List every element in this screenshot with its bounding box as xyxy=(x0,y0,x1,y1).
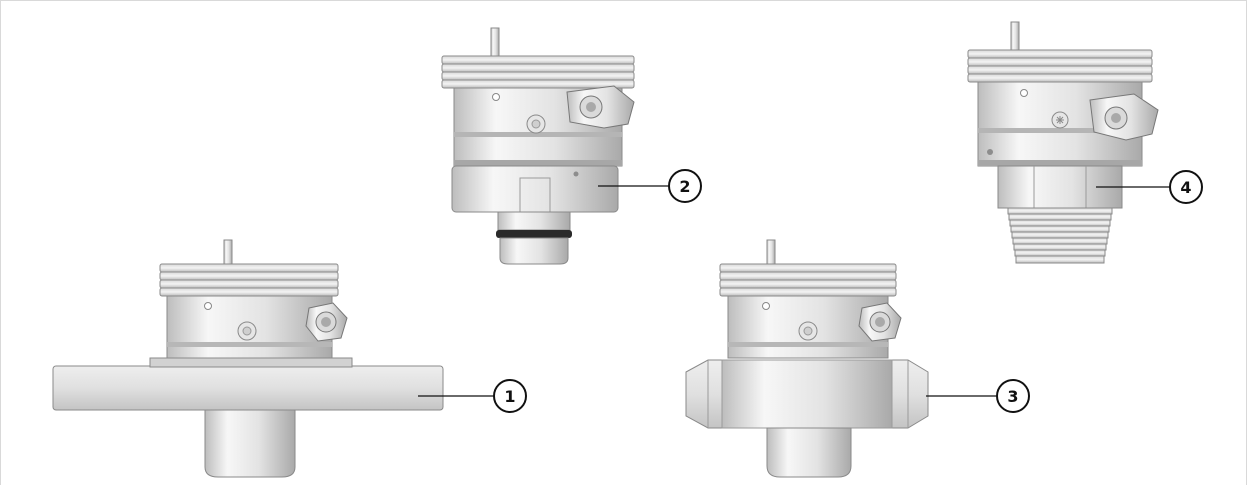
sensor-variant-1 xyxy=(52,239,444,478)
pin-2 xyxy=(490,27,500,59)
cable-gland-4 xyxy=(1089,93,1159,141)
pin-1 xyxy=(223,239,233,267)
pin-3 xyxy=(766,239,776,267)
threaded-top-4 xyxy=(967,49,1153,83)
npt-thread xyxy=(1007,207,1113,264)
callout-3: 3 xyxy=(926,379,1030,413)
sensor-variant-4 xyxy=(967,21,1159,264)
housing-groove-1 xyxy=(167,342,332,347)
threaded-top-2 xyxy=(441,55,635,89)
probe-shaft-1 xyxy=(204,409,296,478)
callout-4: 4 xyxy=(1096,170,1203,204)
callout-1: 1 xyxy=(418,379,527,413)
probe-shaft-3 xyxy=(766,427,852,478)
probe-tip-2 xyxy=(499,237,569,265)
callout-number-1: 1 xyxy=(504,387,515,406)
callout-number-2: 2 xyxy=(679,177,690,196)
pin-4 xyxy=(1010,21,1020,53)
cable-gland-2 xyxy=(566,85,635,129)
o-ring xyxy=(496,230,572,238)
flange-plate xyxy=(52,365,444,411)
sensor-variant-2 xyxy=(441,27,635,265)
sensor-variant-3 xyxy=(685,239,929,478)
threaded-top-3 xyxy=(719,263,897,297)
callout-number-3: 3 xyxy=(1007,387,1018,406)
cable-gland-1 xyxy=(305,302,348,342)
cable-gland-3 xyxy=(858,302,902,342)
lower-sleeve-2 xyxy=(451,165,619,213)
callout-2: 2 xyxy=(598,169,702,203)
callout-number-4: 4 xyxy=(1180,178,1191,197)
threaded-top-1 xyxy=(159,263,339,297)
hex-union-nut xyxy=(685,359,929,429)
